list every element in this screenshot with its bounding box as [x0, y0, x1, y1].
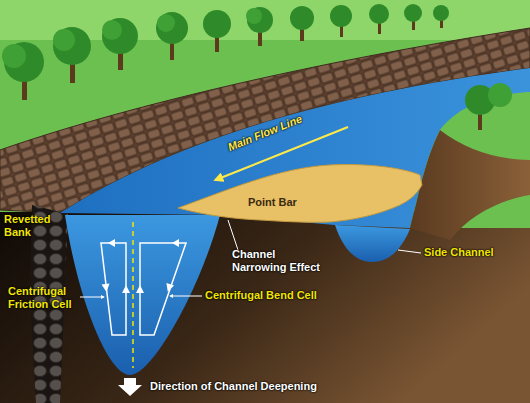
part-label: Side Channel — [424, 246, 524, 259]
friction-cell-loop — [101, 243, 126, 335]
tree — [488, 83, 512, 107]
leader-line — [80, 297, 104, 298]
leader-line — [228, 220, 238, 250]
channel-centerline — [132, 222, 134, 368]
part-label: Centrifugal Friction Cell — [8, 285, 82, 311]
side-channel-section — [335, 225, 410, 262]
ground-section — [0, 212, 530, 403]
callout-label: Channel Narrowing Effect — [232, 248, 332, 274]
sand-bar — [178, 165, 422, 223]
part-label: Revetted Bank — [4, 213, 64, 239]
direction-label: Direction of Channel Deepening — [150, 380, 390, 393]
deepening-arrow — [118, 378, 142, 396]
point-bar-shape — [178, 160, 423, 230]
bank-cut-face — [410, 130, 530, 240]
leader-line — [170, 296, 202, 297]
leader-line — [398, 250, 421, 253]
bar-label: Point Bar — [248, 196, 297, 208]
point-bar: Point Bar — [178, 160, 423, 230]
main-channel-section — [65, 215, 220, 375]
part-label: Centrifugal Bend Cell — [205, 289, 375, 302]
circulation-arrows — [102, 239, 179, 293]
bend-cell-loop — [140, 243, 186, 335]
